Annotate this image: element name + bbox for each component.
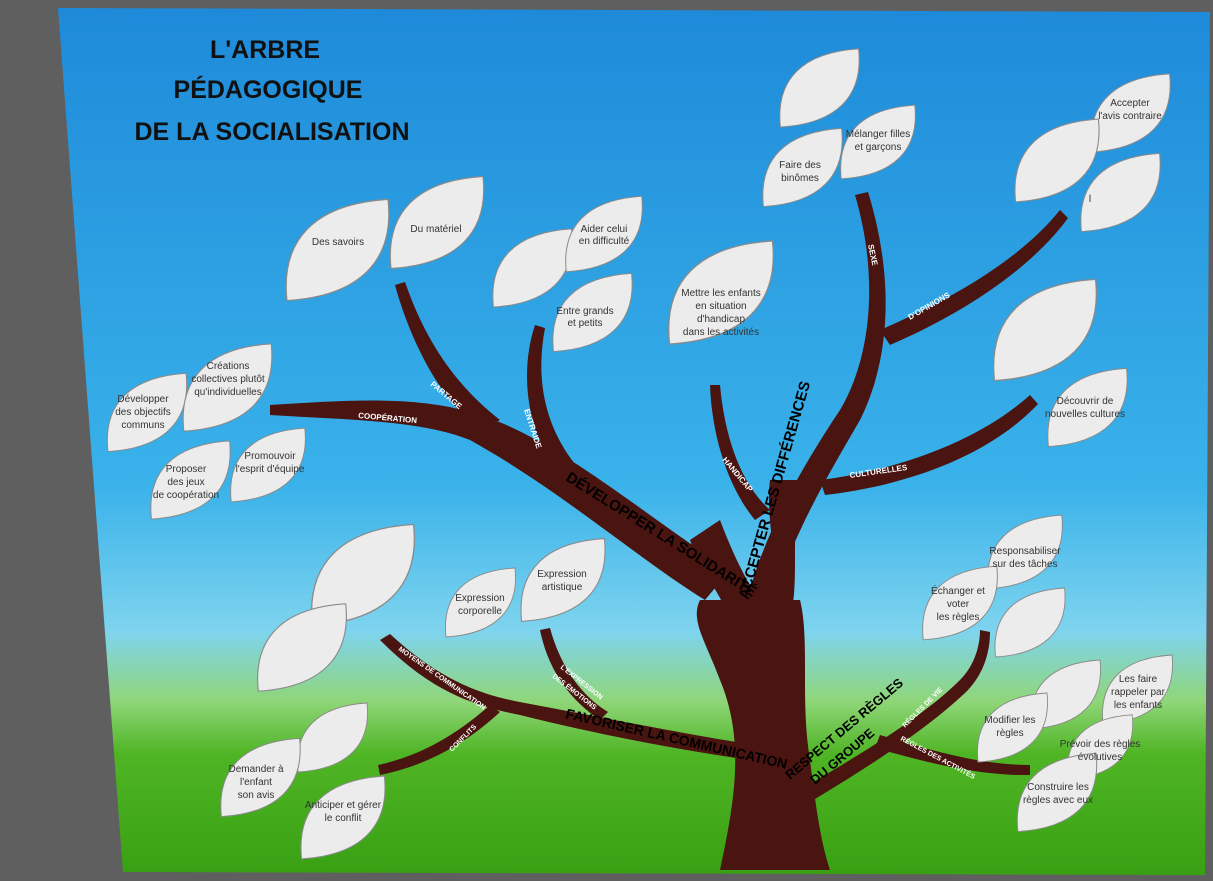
title-line-2: PÉDAGOGIQUE xyxy=(174,75,363,104)
leaf-text-creations-2: collectives plutôt xyxy=(191,374,265,385)
leaf-text-echanger-3: les règles xyxy=(937,612,980,623)
leaf-text-creations-1: Créations xyxy=(207,361,250,372)
leaf-text-handicap-4: dans les activités xyxy=(683,327,759,338)
leaf-text-accepter-1: Accepter xyxy=(1110,98,1150,109)
leaf-text-objectifs-2: des objectifs xyxy=(115,407,171,418)
leaf-text-cultures-1: Découvrir de xyxy=(1057,396,1114,407)
leaf-text-evolutives-1: Prévoir des règles xyxy=(1060,739,1141,750)
leaf-text-anticiper-1: Anticiper et gérer xyxy=(305,800,382,811)
leaf-text-evolutives-2: évolutives xyxy=(1078,752,1122,763)
branch-solidarite xyxy=(270,400,730,600)
trunk-base xyxy=(696,600,830,870)
label-sexe: SEXE xyxy=(866,244,879,267)
leaf-text-artistique-1: Expression xyxy=(537,569,586,580)
leaf-text-binomes-2: binômes xyxy=(781,173,819,184)
leaf-text-demander-1: Demander à xyxy=(228,764,283,775)
leaf-text-melanger-2: et garçons xyxy=(855,142,902,153)
branch-partage xyxy=(395,282,500,430)
leaf-text-esprit-2: l'esprit d'équipe xyxy=(236,464,305,475)
leaf-text-aider-1: Aider celui xyxy=(581,224,628,235)
leaf-text-handicap-1: Mettre les enfants xyxy=(681,288,760,299)
leaf-text-cultures-2: nouvelles cultures xyxy=(1045,409,1125,420)
leaf-text-echanger-2: voter xyxy=(947,599,970,610)
leaf-text-aider-2: en difficulté xyxy=(579,236,630,247)
leaf-text-jeux-3: de coopération xyxy=(153,490,219,501)
leaf-text-responsabiliser-1: Responsabiliser xyxy=(989,546,1061,557)
leaf-text-rappeler-2: rappeler par xyxy=(1111,687,1166,698)
branch-conflits xyxy=(378,705,500,775)
title-line-1: L'ARBRE xyxy=(210,36,320,64)
leaf-text-construire-1: Construire les xyxy=(1027,782,1089,793)
leaf-text-des-savoirs: Des savoirs xyxy=(312,237,364,248)
leaf-text-corporelle-1: Expression xyxy=(455,593,504,604)
leaf-text-echanger-1: Échanger et xyxy=(931,584,985,597)
leaf-text-handicap-3: d'handicap xyxy=(697,314,746,325)
leaf-text-binomes-1: Faire des xyxy=(779,160,821,171)
leaf-text-artistique-2: artistique xyxy=(542,582,583,593)
branch-culturelles xyxy=(820,395,1038,495)
tree xyxy=(270,192,1068,870)
leaf-text-corporelle-2: corporelle xyxy=(458,606,502,617)
leaf-text-grands-1: Entre grands xyxy=(556,306,613,317)
leaf-text-jeux-2: des jeux xyxy=(167,477,204,488)
leaf-text-demander-3: son avis xyxy=(238,790,275,801)
leaf-text-du-materiel: Du matériel xyxy=(410,224,461,235)
branch-handicap xyxy=(710,385,770,520)
leaf-text-grands-2: et petits xyxy=(567,318,602,329)
leaf-text-modifier-2: règles xyxy=(996,728,1023,739)
leaf-text-accepter-2: l'avis contraire xyxy=(1098,111,1162,122)
leaf-text-objectifs-3: communs xyxy=(121,420,164,431)
leaf-text-handicap-2: en situation xyxy=(695,301,746,312)
leaf-text-anticiper-2: le conflit xyxy=(325,813,362,824)
branch-entraide xyxy=(527,325,580,480)
leaf-text-creations-3: qu'individuelles xyxy=(194,387,262,398)
leaf-text-esprit-1: Promouvoir xyxy=(244,451,296,462)
leaf-text-construire-2: règles avec eux xyxy=(1023,795,1093,806)
leaf-text-rappeler-3: les enfants xyxy=(1114,700,1162,711)
branch-differences xyxy=(745,192,886,610)
title-line-3: DE LA SOCIALISATION xyxy=(135,118,410,146)
branch-emotions xyxy=(540,628,608,720)
leaf-text-accepter-extra: l xyxy=(1089,194,1091,205)
leaf-text-rappeler-1: Les faire xyxy=(1119,674,1158,685)
leaf-text-responsabiliser-2: sur des tâches xyxy=(992,559,1057,570)
leaf-text-demander-2: l'enfant xyxy=(240,777,272,788)
leaf-text-melanger-1: Mélanger filles xyxy=(846,129,910,140)
branch-regles-activites xyxy=(875,735,1030,776)
leaf-text-jeux-1: Proposer xyxy=(166,464,207,475)
leaf-text-modifier-1: Modifier les xyxy=(984,715,1035,726)
branch-regles xyxy=(800,630,990,805)
leaf-text-objectifs-1: Développer xyxy=(117,394,169,405)
branch-communication xyxy=(380,634,755,760)
branch-opinions xyxy=(880,210,1068,345)
